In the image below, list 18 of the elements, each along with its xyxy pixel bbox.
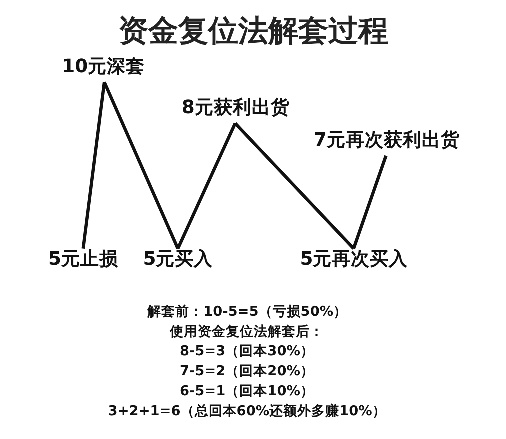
node-text: 5元买入 (142, 248, 213, 270)
connector (352, 155, 388, 250)
node-text: 10元深套 (62, 56, 145, 78)
label: 使用资金复位法解套后： (169, 324, 324, 340)
connector (234, 122, 354, 250)
diagram-title: 资金复位法解套过程 (118, 14, 388, 49)
label: 7-5=2（回本20%） (179, 364, 314, 380)
node-text: 5元再次买入 (300, 248, 408, 270)
node-text: 7元再次获利出货 (313, 130, 460, 151)
connector (176, 122, 236, 250)
label: 3+2+1=6（总回本60%还额外多赚10%） (108, 404, 386, 420)
connector (102, 82, 180, 250)
node-text: 8元获利出货 (181, 98, 290, 119)
label: 6-5=1（回本10%） (179, 384, 314, 400)
connector (81, 82, 106, 249)
label: 解套前：10-5=5（亏损50%） (147, 304, 348, 320)
label: 8-5=3（回本30%） (179, 344, 314, 360)
node-text: 5元止损 (48, 248, 118, 270)
